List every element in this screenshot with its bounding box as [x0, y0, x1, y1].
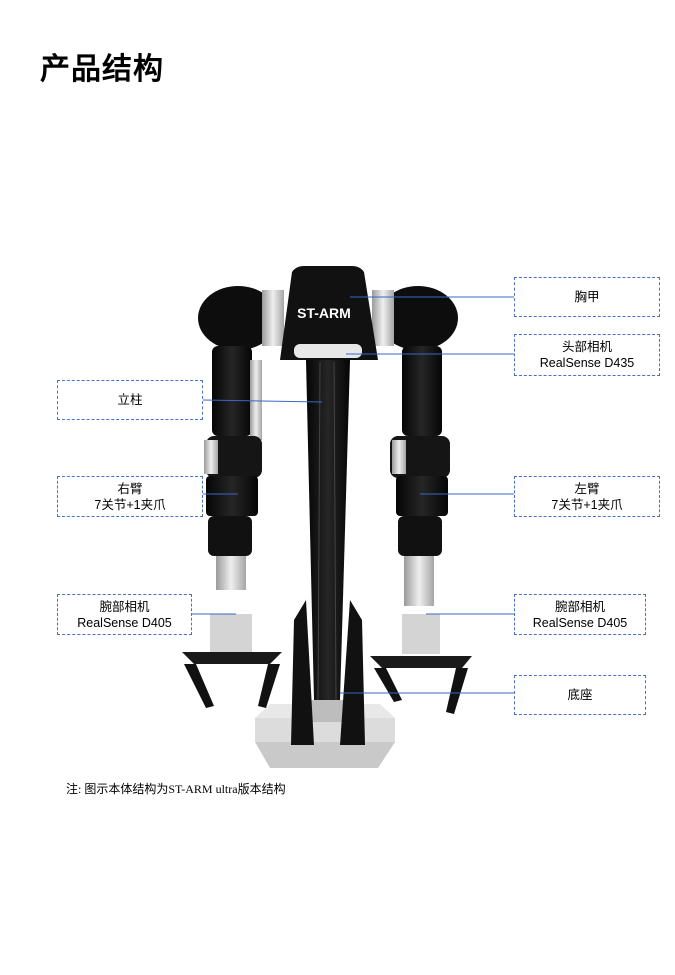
callout-right-arm-title: 右臂: [117, 481, 143, 496]
robot-label: ST-ARM: [297, 305, 351, 321]
page-title: 产品结构: [40, 52, 164, 87]
callout-head-camera-model: RealSense D435: [539, 356, 635, 370]
callout-base: 底座: [514, 675, 646, 715]
callout-left-wrist-camera: 腕部相机 RealSense D405: [514, 594, 646, 635]
callout-left-arm-title: 左臂: [574, 481, 600, 496]
callout-left-arm-spec: 7关节+1夹爪: [551, 497, 623, 512]
callout-head-camera-title: 头部相机: [561, 340, 612, 354]
callout-right-wrist-camera-title: 腕部相机: [99, 599, 150, 614]
right-arm-shape: [182, 346, 282, 708]
base-plate: [255, 700, 395, 768]
leader-lines: [192, 296, 514, 694]
callout-right-arm: 右臂 7关节+1夹爪: [57, 476, 203, 517]
callout-column: 立柱: [57, 380, 203, 420]
callout-right-wrist-camera: 腕部相机 RealSense D405: [57, 594, 192, 635]
callout-right-arm-spec: 7关节+1夹爪: [94, 497, 166, 512]
callout-base-title: 底座: [567, 688, 593, 702]
callout-right-wrist-camera-model: RealSense D405: [77, 615, 172, 630]
footnote: 注: 图示本体结构为ST-ARM ultra版本结构: [66, 782, 286, 796]
callout-chest: 胸甲: [514, 277, 660, 317]
callout-left-wrist-camera-title: 腕部相机: [554, 599, 605, 614]
callout-left-arm: 左臂 7关节+1夹爪: [514, 476, 660, 517]
callout-head-camera: 头部相机 RealSense D435: [514, 334, 660, 376]
callout-chest-title: 胸甲: [574, 290, 600, 304]
callout-left-wrist-camera-model: RealSense D405: [532, 615, 628, 630]
callout-column-title: 立柱: [117, 393, 143, 407]
column-shape: [291, 360, 365, 745]
left-arm-shape: [370, 346, 472, 714]
chest-shape: ST-ARM: [198, 266, 458, 360]
